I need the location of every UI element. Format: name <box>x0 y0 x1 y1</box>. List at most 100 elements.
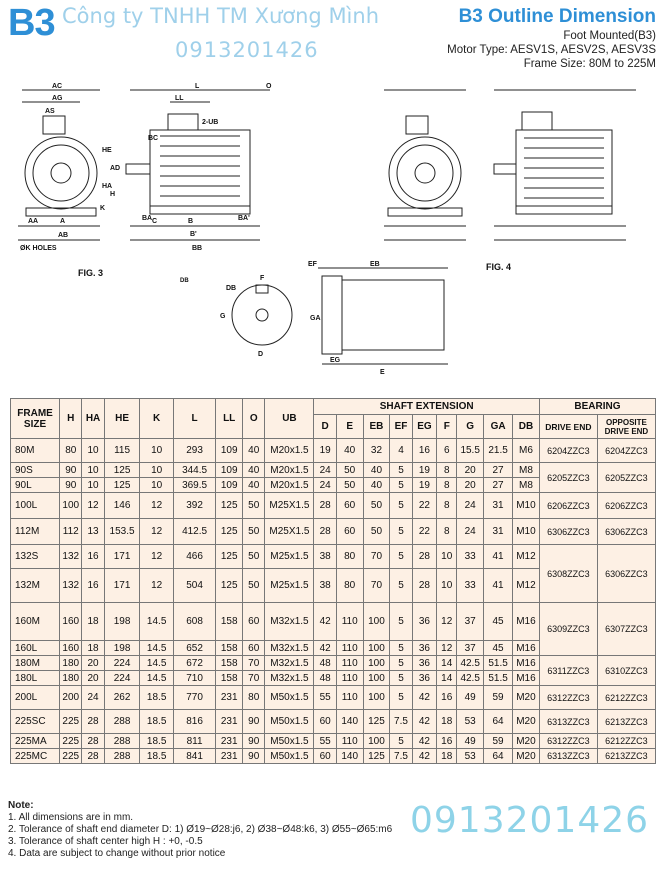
table-cell: 5 <box>389 477 413 493</box>
table-cell: 90 <box>242 709 266 734</box>
col-eb: EB <box>362 414 391 439</box>
table-cell: 224 <box>103 670 141 686</box>
table-cell: 14.5 <box>139 670 174 686</box>
bearing-opposite-cell: 6212ZZC3 <box>596 733 657 749</box>
table-cell: 231 <box>215 685 244 710</box>
table-cell: 262 <box>103 685 141 710</box>
table-cell: 60 <box>335 518 364 545</box>
dim-ll-label: LL <box>175 95 184 102</box>
table-cell: 140 <box>335 709 364 734</box>
table-cell: 90L <box>9 477 61 493</box>
col-db: DB <box>512 414 540 439</box>
bearing-opposite-cell: 6212ZZC3 <box>596 685 657 710</box>
table-cell: M20 <box>512 733 540 749</box>
dim-bc-label: BC <box>148 135 158 142</box>
table-cell: 40 <box>362 477 391 493</box>
table-cell: 49 <box>456 685 485 710</box>
table-cell: 4 <box>389 438 413 463</box>
table-cell: 200 <box>59 685 83 710</box>
table-cell: 32 <box>362 438 391 463</box>
table-cell: 33 <box>456 568 485 603</box>
table-cell: 20 <box>81 670 105 686</box>
table-cell: 12 <box>139 544 174 569</box>
table-cell: 225 <box>59 748 83 764</box>
col-shaft-extension: SHAFT EXTENSION <box>313 398 540 415</box>
table-cell: 140 <box>335 748 364 764</box>
table-cell: 158 <box>215 670 244 686</box>
table-cell: M12 <box>512 568 540 603</box>
table-cell: 200L <box>9 685 61 710</box>
table-cell: M16 <box>512 602 540 641</box>
table-cell: 652 <box>172 640 217 656</box>
company-name: Công ty TNHH TM Xương Mình <box>62 4 380 28</box>
table-cell: M6 <box>512 438 540 463</box>
dim-h-label: H <box>110 191 115 198</box>
table-cell: 38 <box>313 544 337 569</box>
table-cell: 38 <box>313 568 337 603</box>
table-cell: 24 <box>456 492 485 519</box>
table-cell: M50x1.5 <box>264 748 315 764</box>
table-cell: 15.5 <box>456 438 485 463</box>
table-cell: 50 <box>362 492 391 519</box>
table-cell: 31 <box>483 492 514 519</box>
table-cell: 14.5 <box>139 602 174 641</box>
table-cell: 672 <box>172 655 217 671</box>
table-cell: 60 <box>335 492 364 519</box>
table-cell: 33 <box>456 544 485 569</box>
table-cell: 64 <box>483 709 514 734</box>
table-cell: 466 <box>172 544 217 569</box>
table-cell: M25x1.5 <box>264 544 315 569</box>
bearing-drive-end-cell: 6313ZZC3 <box>538 748 598 764</box>
note-item: 1. All dimensions are in mm. <box>8 812 134 823</box>
table-cell: 48 <box>313 655 337 671</box>
table-cell: 12 <box>139 492 174 519</box>
table-cell: 231 <box>215 709 244 734</box>
table-cell: 42 <box>411 685 438 710</box>
table-cell: 225 <box>59 733 83 749</box>
table-cell: 288 <box>103 709 141 734</box>
table-cell: 40 <box>242 462 266 478</box>
table-cell: 37 <box>456 602 485 641</box>
bearing-opposite-cell: 6213ZZC3 <box>596 709 657 734</box>
table-cell: 160M <box>9 602 61 641</box>
table-cell: 231 <box>215 733 244 749</box>
dim-db-label: DB <box>226 285 236 292</box>
table-cell: 115 <box>103 438 141 463</box>
dim-k-holes-label: ØK HOLES <box>20 245 57 252</box>
table-cell: 70 <box>362 568 391 603</box>
table-cell: 12 <box>436 640 458 656</box>
table-cell: M32x1.5 <box>264 670 315 686</box>
bearing-opposite-cell: 6306ZZC3 <box>596 544 657 603</box>
table-cell: 392 <box>172 492 217 519</box>
table-cell: 110 <box>335 733 364 749</box>
table-cell: 8 <box>436 462 458 478</box>
col-opposite-drive-end: OPPOSITE DRIVE END <box>596 414 657 439</box>
table-cell: 125 <box>362 709 391 734</box>
table-cell: 20 <box>456 462 485 478</box>
table-cell: M16 <box>512 655 540 671</box>
table-cell: M20 <box>512 748 540 764</box>
table-cell: M10 <box>512 492 540 519</box>
table-cell: 110 <box>335 685 364 710</box>
table-cell: 10 <box>139 438 174 463</box>
table-cell: 109 <box>215 438 244 463</box>
table-cell: 10 <box>436 568 458 603</box>
table-cell: 19 <box>313 438 337 463</box>
table-cell: 146 <box>103 492 141 519</box>
table-cell: 40 <box>242 438 266 463</box>
col-drive-end: DRIVE END <box>538 414 598 439</box>
table-cell: 24 <box>456 518 485 545</box>
table-cell: 608 <box>172 602 217 641</box>
col-ub: UB <box>264 398 315 439</box>
table-cell: 100 <box>59 492 83 519</box>
col-eg: EG <box>411 414 438 439</box>
note-item: 3. Tolerance of shaft center high H : +0… <box>8 836 203 847</box>
table-cell: 42.5 <box>456 670 485 686</box>
table-cell: 21.5 <box>483 438 514 463</box>
bearing-opposite-cell: 6206ZZC3 <box>596 492 657 519</box>
dim-ha-label: HA <box>102 183 112 190</box>
dim-aa-label: AA <box>28 218 38 225</box>
table-cell: 198 <box>103 640 141 656</box>
